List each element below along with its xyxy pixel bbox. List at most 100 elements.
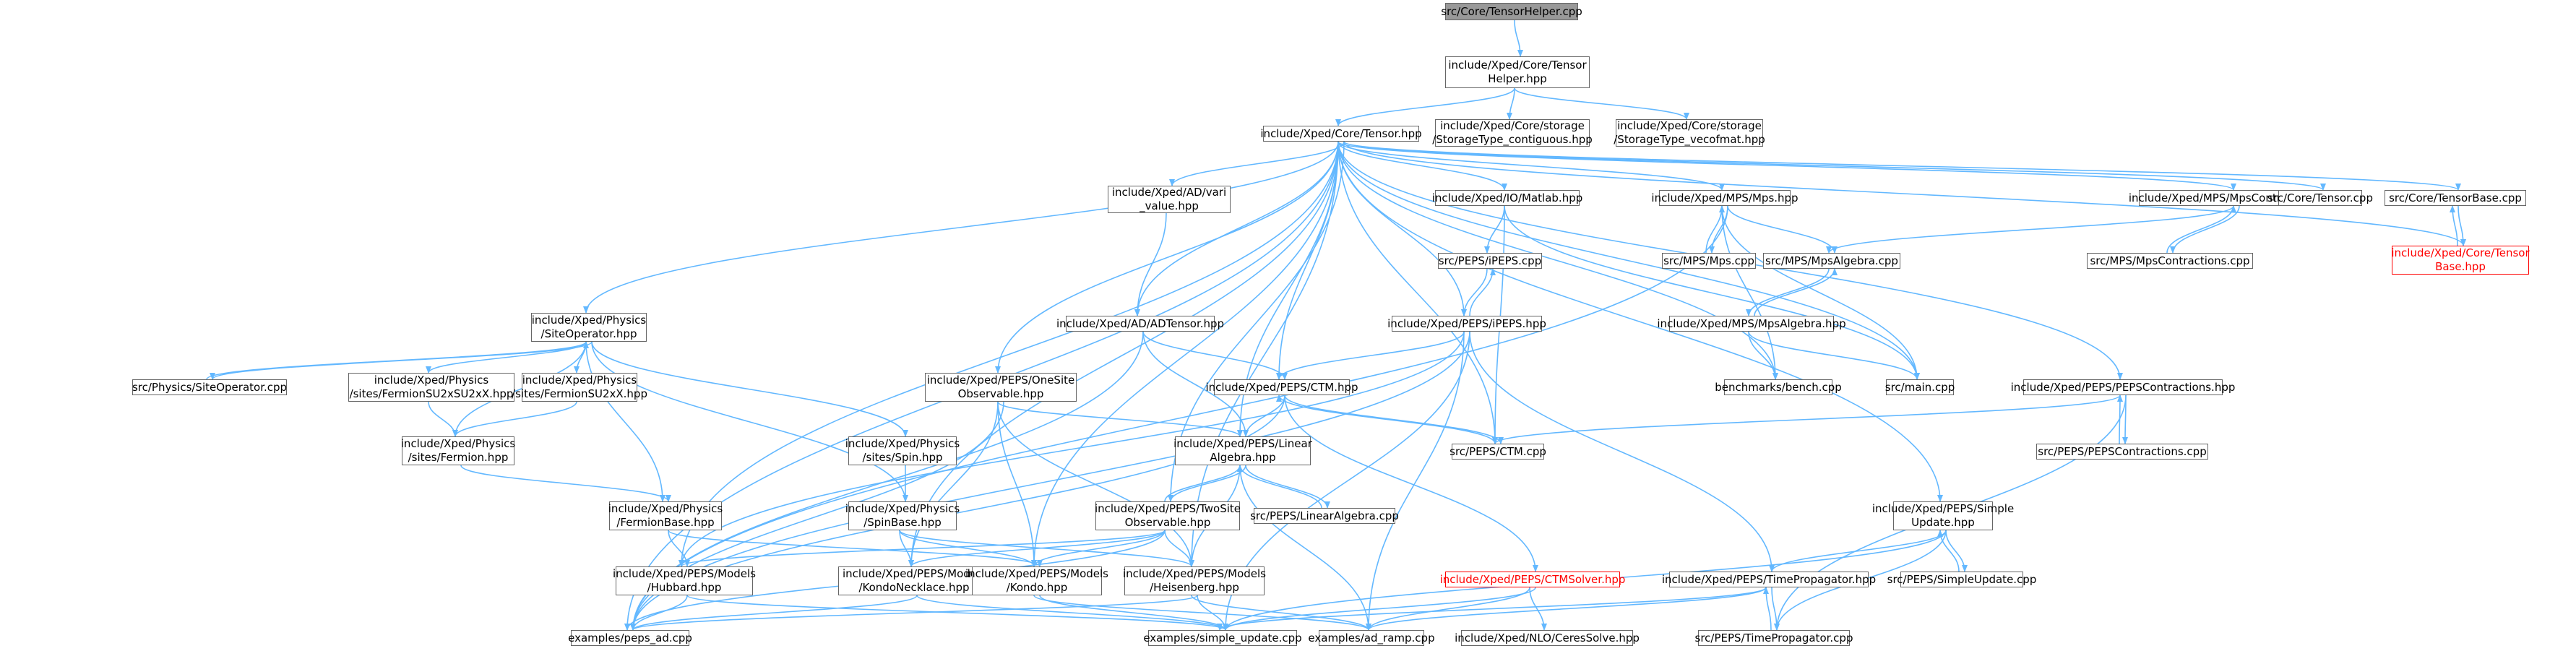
node-label: include/Xped/AD/vari _value.hpp	[1111, 186, 1227, 212]
edge-adtensor-to-linalg	[1142, 331, 1249, 437]
edge-ctmsolver-to-ceres	[1529, 587, 1547, 631]
edge-vari-to-adtensor	[1134, 212, 1167, 316]
node-siteopcpp[interactable]: src/Physics/SiteOperator.cpp	[132, 379, 287, 395]
node-label: src/PEPS/PEPSContractions.cpp	[2038, 444, 2207, 458]
edge-mpscontr-to-mpscontrcpp	[2170, 205, 2240, 254]
node-label: include/Xped/Physics /sites/FermionSU2xX…	[512, 374, 647, 400]
node-ipepscpp[interactable]: src/PEPS/iPEPS.cpp	[1438, 253, 1542, 269]
node-linalg[interactable]: include/Xped/PEPS/Linear Algebra.hpp	[1173, 436, 1312, 465]
node-st-contig[interactable]: include/Xped/Core/storage /StorageType_c…	[1432, 119, 1593, 147]
node-vari[interactable]: include/Xped/AD/vari _value.hpp	[1108, 186, 1231, 213]
node-linalgcpp[interactable]: src/PEPS/LinearAlgebra.cpp	[1250, 508, 1399, 524]
edge-twosite-to-hubbard	[679, 530, 1166, 567]
edge-tensor-to-kondo	[1031, 141, 1339, 567]
node-hubbard[interactable]: include/Xped/PEPS/Models /Hubbard.hpp	[613, 566, 756, 595]
edge-ctmsolver-to-adramp	[1366, 587, 1530, 631]
node-fermionbase[interactable]: include/Xped/Physics /FermionBase.hpp	[608, 501, 723, 530]
node-adtensor[interactable]: include/Xped/AD/ADTensor.hpp	[1056, 316, 1224, 332]
node-label: include/Xped/Physics /sites/Fermion.hpp	[400, 437, 516, 464]
node-pepscontrcpp[interactable]: src/PEPS/PEPSContractions.cpp	[2036, 444, 2208, 460]
edge-tensor-to-main	[1337, 141, 1920, 380]
node-mpscontrcpp[interactable]: src/MPS/MpsContractions.cpp	[2087, 253, 2253, 269]
edge-fermion-to-fermionbase	[460, 465, 671, 502]
edge-siteop-to-spin	[591, 341, 908, 437]
edge-mps-to-main	[1721, 205, 1920, 380]
node-spin[interactable]: include/Xped/Physics /sites/Spin.hpp	[845, 436, 960, 465]
edge-onesite-to-linalg	[997, 401, 1243, 437]
node-label: src/main.cpp	[1884, 380, 1955, 394]
node-pepsad[interactable]: examples/peps_ad.cpp	[568, 630, 692, 646]
node-tensor[interactable]: include/Xped/Core/Tensor.hpp	[1260, 126, 1422, 142]
node-heisenberg[interactable]: include/Xped/PEPS/Models /Heisenberg.hpp	[1123, 566, 1266, 595]
node-timeprop[interactable]: include/Xped/PEPS/TimePropagator.hpp	[1662, 572, 1876, 587]
node-bench[interactable]: benchmarks/bench.cpp	[1715, 379, 1842, 395]
node-adramp[interactable]: examples/ad_ramp.cpp	[1308, 630, 1435, 646]
node-mpsalgcpp[interactable]: src/MPS/MpsAlgebra.cpp	[1763, 253, 1900, 269]
edge-heisenberg-to-pepsad	[630, 595, 1198, 631]
node-label: src/MPS/MpsAlgebra.cpp	[1765, 254, 1898, 267]
edge-fsu2su2-to-fermion	[428, 401, 458, 437]
node-tensorbasehpp[interactable]: include/Xped/Core/Tensor Base.hpp	[2391, 246, 2530, 275]
node-kondoneck[interactable]: include/Xped/PEPS/Models /KondoNecklace.…	[838, 566, 990, 595]
node-kondo[interactable]: include/Xped/PEPS/Models /Kondo.hpp	[965, 566, 1108, 595]
node-tensorcpp[interactable]: src/Core/Tensor.cpp	[2267, 190, 2373, 206]
edge-mps-to-mpsalgcpp	[1727, 205, 1838, 254]
node-label: benchmarks/bench.cpp	[1715, 380, 1842, 394]
edge-th-to-st_contig	[1507, 87, 1515, 120]
node-ctm[interactable]: include/Xped/PEPS/CTM.hpp	[1205, 379, 1358, 395]
node-timepropcpp[interactable]: src/PEPS/TimePropagator.cpp	[1695, 630, 1853, 646]
node-ceres[interactable]: include/Xped/NLO/CeresSolve.hpp	[1455, 630, 1640, 646]
node-tensorbase[interactable]: src/Core/TensorBase.cpp	[2385, 190, 2526, 206]
edge-tensor-to-heisenberg	[1189, 141, 1339, 567]
edge-twosite-to-heisenberg	[1164, 530, 1194, 567]
node-label: include/Xped/PEPS/Models /Kondo.hpp	[965, 567, 1108, 594]
edge-mpscontrcpp-to-mpscontr	[2166, 205, 2236, 254]
node-fermion[interactable]: include/Xped/Physics /sites/Fermion.hpp	[400, 436, 516, 465]
node-siteop[interactable]: include/Xped/Physics /SiteOperator.hpp	[531, 313, 647, 342]
edge-ipeps-to-adramp	[1366, 331, 1465, 631]
node-label: include/Xped/PEPS/iPEPS.hpp	[1387, 316, 1546, 330]
node-fsu2su2[interactable]: include/Xped/Physics /sites/FermionSU2xS…	[348, 373, 514, 402]
node-twosite[interactable]: include/Xped/PEPS/TwoSite Observable.hpp	[1095, 501, 1241, 530]
node-label: src/PEPS/SimpleUpdate.cpp	[1887, 572, 2037, 586]
node-pepscontr[interactable]: include/Xped/PEPS/PEPSContractions.hpp	[2011, 379, 2235, 395]
node-root: src/Core/TensorHelper.cpp	[1441, 3, 1582, 20]
node-th[interactable]: include/Xped/Core/Tensor Helper.hpp	[1445, 56, 1590, 88]
node-main[interactable]: src/main.cpp	[1884, 379, 1955, 395]
edge-ipeps-to-ctm	[1276, 331, 1465, 380]
node-simpleupdcpp[interactable]: src/PEPS/SimpleUpdate.cpp	[1887, 572, 2036, 587]
edge-matlab-to-ipepscpp	[1484, 205, 1505, 254]
node-label: include/Xped/PEPS/OneSite Observable.hpp	[926, 374, 1075, 400]
edge-timepropcpp-to-timeprop	[1763, 587, 1772, 631]
node-matlab[interactable]: include/Xped/IO/Matlab.hpp	[1432, 190, 1582, 206]
edge-siteop-to-fermionbase	[585, 341, 665, 502]
node-simpleupdex[interactable]: examples/simple_update.cpp	[1143, 630, 1302, 646]
node-onesite[interactable]: include/Xped/PEPS/OneSite Observable.hpp	[925, 373, 1077, 402]
node-label: include/Xped/PEPS/TimePropagator.hpp	[1661, 572, 1877, 586]
node-mpscpp[interactable]: src/MPS/Mps.cpp	[1662, 253, 1756, 269]
node-label: include/Xped/PEPS/Linear Algebra.hpp	[1173, 437, 1312, 464]
edge-tensor-to-vari	[1169, 141, 1345, 186]
edge-tensor-to-adtensor	[1134, 141, 1339, 316]
node-mps[interactable]: include/Xped/MPS/Mps.hpp	[1651, 190, 1799, 206]
edge-spinbase-to-heisenberg	[899, 530, 1194, 567]
node-simpleupd[interactable]: include/Xped/PEPS/Simple Update.hpp	[1872, 501, 2014, 530]
node-ipeps[interactable]: include/Xped/PEPS/iPEPS.hpp	[1387, 316, 1546, 332]
edge-ipeps-to-timeprop	[1469, 331, 1775, 572]
node-fsu2[interactable]: include/Xped/Physics /sites/FermionSU2xX…	[512, 373, 647, 402]
edge-matlab-to-main	[1504, 205, 1920, 380]
edge-tensor-to-matlab	[1337, 141, 1507, 191]
edge-linalgcpp-to-linalg	[1237, 465, 1322, 509]
node-ctmcpp[interactable]: src/PEPS/CTM.cpp	[1449, 444, 1546, 460]
edge-twosite-to-kondoneck	[908, 530, 1166, 567]
edge-kondoneck-to-pepsad	[630, 595, 918, 631]
node-spinbase[interactable]: include/Xped/Physics /SpinBase.hpp	[845, 501, 960, 530]
node-label: include/Xped/PEPS/Simple Update.hpp	[1871, 502, 2015, 529]
node-label: include/Xped/PEPS/Models /Heisenberg.hpp	[1123, 567, 1266, 594]
node-st-vecof[interactable]: include/Xped/Core/storage /StorageType_v…	[1614, 119, 1765, 147]
node-ctmsolver[interactable]: include/Xped/PEPS/CTMSolver.hpp	[1440, 572, 1625, 587]
edge-tensor-to-tensorcpp	[1343, 141, 2326, 191]
edge-tensor-to-siteop	[583, 141, 1339, 314]
node-label: src/Core/TensorHelper.cpp	[1441, 4, 1582, 18]
node-mpsalg[interactable]: include/Xped/MPS/MpsAlgebra.hpp	[1657, 316, 1846, 332]
